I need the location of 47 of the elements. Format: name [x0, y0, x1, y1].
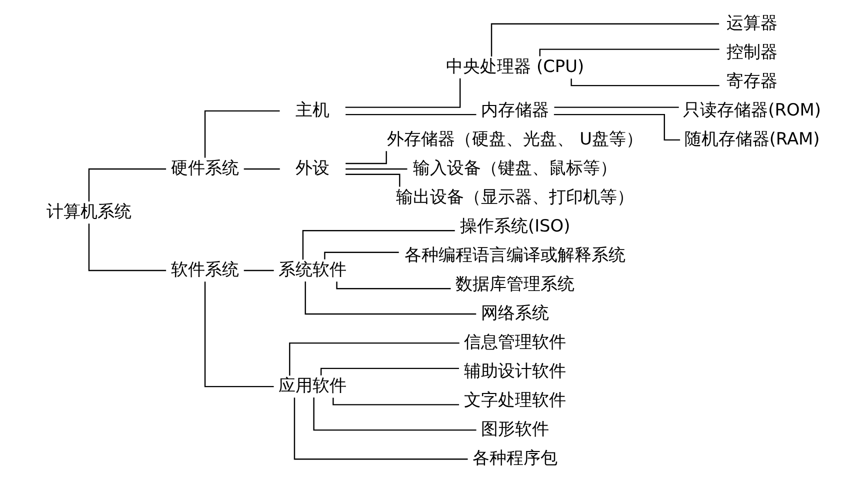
node-text: 计算机系统	[46, 200, 132, 221]
node-text: 只读存储器(ROM)	[683, 99, 821, 120]
node-text: 主机	[296, 99, 330, 120]
node-text: 数据库管理系统	[456, 273, 575, 294]
connector	[244, 270, 274, 272]
connector	[304, 282, 476, 315]
connector	[289, 342, 460, 376]
node-text: 各种编程语言编译或解释系统	[404, 244, 626, 264]
connector	[204, 282, 274, 388]
node-text: 图形软件	[481, 418, 550, 439]
node-text: 控制器	[726, 41, 778, 62]
node-text: 外存储器（硬盘、光盘、 U盘等）	[387, 128, 643, 148]
node-text: 输出设备（显示器、打印机等）	[396, 186, 634, 206]
connector	[346, 151, 387, 164]
node-text: 信息管理软件	[464, 332, 566, 352]
connector	[324, 252, 399, 260]
connector	[346, 174, 400, 187]
connector	[332, 398, 460, 406]
connector	[346, 114, 476, 116]
connector	[302, 230, 455, 260]
connector	[88, 168, 166, 202]
connector	[313, 398, 476, 431]
node-text: 中央处理器 (CPU)	[446, 56, 584, 76]
node-text: 寄存器	[726, 70, 778, 90]
connector	[244, 168, 280, 170]
connector	[204, 110, 280, 158]
connector	[490, 23, 720, 56]
node-text: 各种程序包	[472, 448, 558, 468]
node-text: 网络系统	[481, 302, 550, 323]
connector	[554, 114, 680, 141]
connector	[554, 106, 679, 108]
node-text: 输入设备（键盘、鼠标等）	[413, 157, 618, 178]
node-text: 辅助设计软件	[464, 360, 566, 381]
node-text: 外设	[296, 157, 330, 178]
node-text: 运算器	[726, 12, 778, 32]
connector	[346, 168, 408, 170]
node-text: 随机存储器(RAM)	[684, 128, 820, 148]
node-text: 内存储器	[481, 99, 550, 120]
node-text: 操作系统(ISO)	[460, 215, 570, 236]
node-text: 系统软件	[278, 258, 347, 279]
node-text: 文字处理软件	[464, 390, 566, 410]
connector	[88, 224, 166, 272]
connector	[345, 78, 461, 108]
node-text: 应用软件	[278, 375, 347, 396]
connector	[294, 398, 468, 460]
node-text: 软件系统	[171, 258, 240, 279]
node-text: 硬件系统	[171, 157, 240, 178]
